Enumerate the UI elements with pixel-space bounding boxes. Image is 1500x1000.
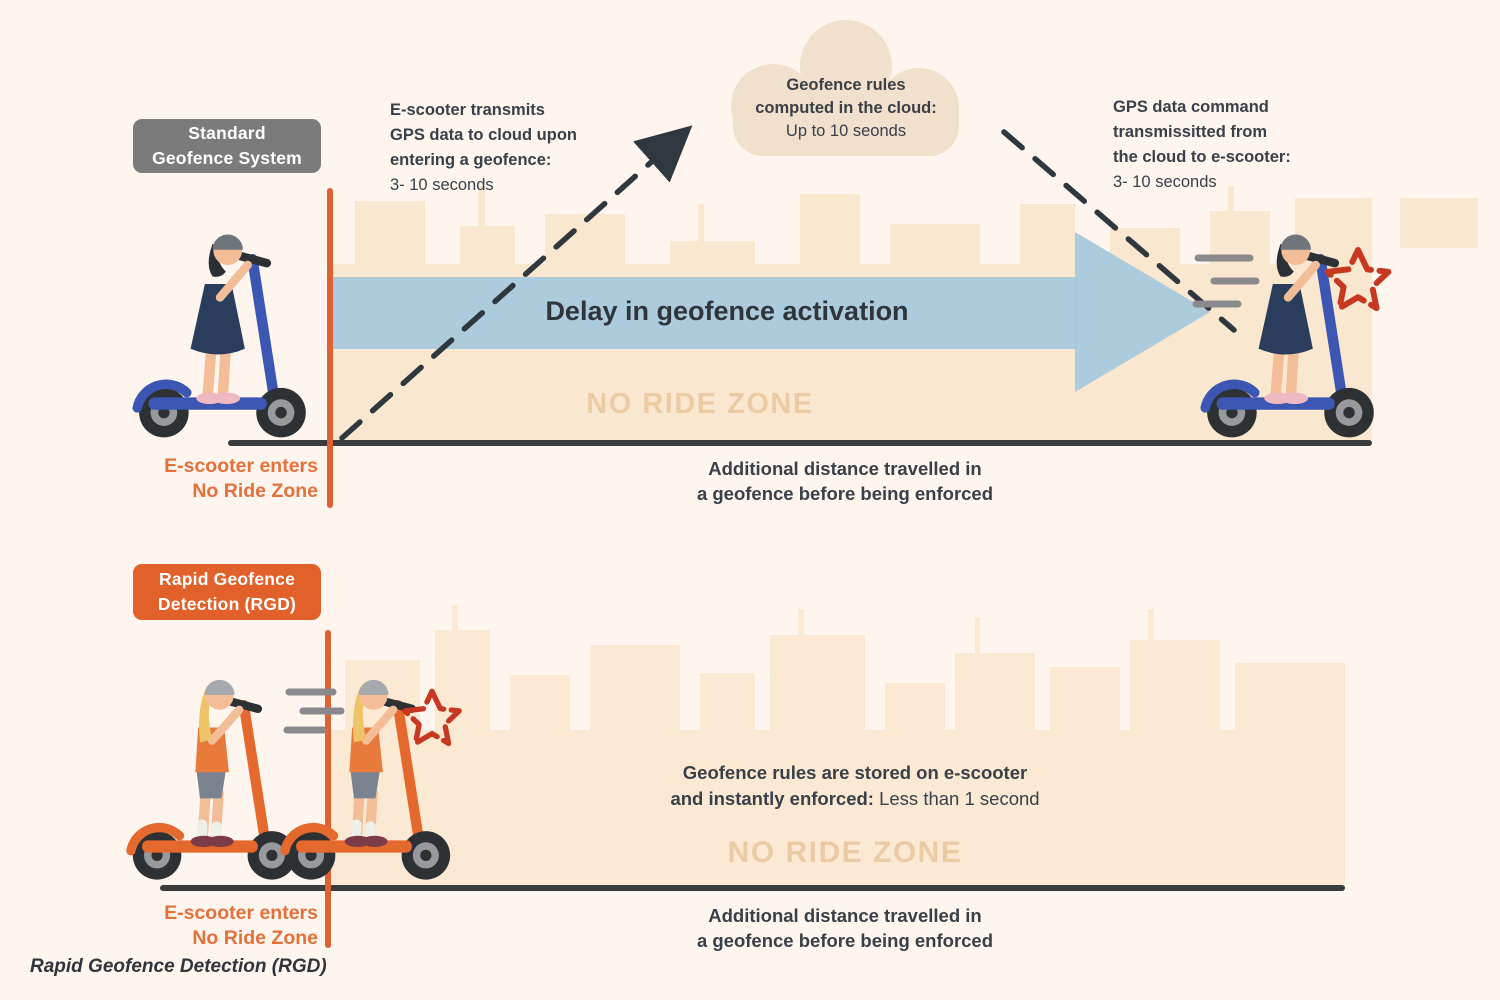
no-ride-zone-text-bottom: NO RIDE ZONE bbox=[727, 836, 963, 869]
dashed-arrow-up bbox=[339, 125, 693, 441]
speed-lines-icon bbox=[283, 688, 345, 734]
cloud-icon bbox=[731, 20, 959, 156]
distance-label-bottom: Additional distance travelled in a geofe… bbox=[696, 905, 994, 951]
rider-standard-before bbox=[122, 201, 322, 449]
geofence-line-top bbox=[327, 188, 333, 508]
enters-label-bottom: E-scooter enters No Ride Zone bbox=[164, 902, 318, 949]
alert-burst-icon bbox=[1324, 246, 1392, 312]
ground-line-bottom bbox=[160, 885, 1345, 891]
transmit-note: E-scooter transmits GPS data to cloud up… bbox=[390, 101, 577, 194]
cloud-note: Geofence rules computed in the cloud: Up… bbox=[755, 76, 937, 140]
rider-standard-after bbox=[1190, 201, 1390, 449]
distance-label-top: Additional distance travelled in a geofe… bbox=[696, 458, 994, 504]
delay-arrow bbox=[330, 232, 1210, 392]
speed-lines-icon bbox=[1192, 254, 1260, 308]
geofence-line-bottom bbox=[325, 630, 331, 948]
figure-caption: Rapid Geofence Detection (RGD) bbox=[30, 956, 327, 977]
standard-label: Standard Geofence System bbox=[133, 119, 321, 173]
ground-line-top bbox=[228, 440, 1372, 446]
alert-burst-icon bbox=[402, 688, 462, 747]
skyline-bottom bbox=[330, 605, 1345, 888]
no-ride-zone-text-top: NO RIDE ZONE bbox=[586, 388, 814, 420]
enters-label-top: E-scooter enters No Ride Zone bbox=[164, 455, 318, 502]
rider-rgd-after bbox=[270, 648, 466, 891]
command-note: GPS data command transmissitted from the… bbox=[1113, 98, 1291, 191]
rgd-label: Rapid Geofence Detection (RGD) bbox=[133, 564, 321, 620]
dashed-arrow-down bbox=[1001, 129, 1237, 333]
delay-arrow-label: Delay in geofence activation bbox=[545, 296, 909, 326]
stored-note: Geofence rules are stored on e-scooter a… bbox=[670, 762, 1040, 809]
